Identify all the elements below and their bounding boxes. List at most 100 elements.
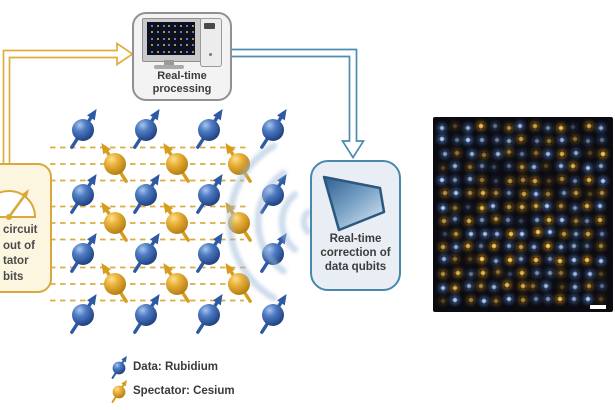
fluor-dot-cesium <box>583 202 590 209</box>
fluor-dot-cesium <box>465 243 472 250</box>
screen-pixel <box>168 44 171 47</box>
fluor-dot-cesium <box>600 150 607 157</box>
screen-pixel <box>185 44 188 47</box>
fluor-dot-rubidium <box>547 256 554 263</box>
processing-label-line: processing <box>152 83 212 95</box>
fluor-dot-rubidium <box>519 230 526 237</box>
fluor-dot-cesium <box>480 270 487 277</box>
fluor-dot-cesium <box>452 231 459 238</box>
cesium-atom <box>101 143 128 183</box>
fluor-dot-cesium <box>440 297 447 304</box>
fluor-dot-rubidium <box>493 177 500 184</box>
fluor-dot-cesium <box>439 244 446 251</box>
correction-label-line: Real-time <box>329 233 382 245</box>
screen-pixel <box>185 37 188 40</box>
fluor-dot-rubidium <box>452 162 458 169</box>
fluor-dot-rubidium <box>584 218 591 225</box>
rubidium-atom <box>196 109 223 149</box>
fluor-dot-cesium <box>545 191 552 198</box>
fluor-dot-rubidium <box>516 123 523 130</box>
fluor-dot-cesium <box>532 202 539 209</box>
fluor-dot-cesium <box>558 202 565 209</box>
screen-pixel <box>185 25 188 27</box>
microwave-ripples-icon <box>226 142 312 302</box>
fluor-dot-rubidium <box>465 283 472 290</box>
computer-tower-icon <box>200 18 222 67</box>
fluor-dot-cesium <box>440 164 447 171</box>
fluor-dot-rubidium <box>441 230 448 237</box>
fluor-dot-rubidium <box>586 271 593 278</box>
fluor-dot-cesium <box>505 149 512 156</box>
fluor-dot-cesium <box>598 296 604 303</box>
screen-pixel <box>191 25 194 27</box>
fluor-dot-cesium <box>557 296 564 303</box>
correction-label-line: data qubits <box>324 261 387 273</box>
screen-pixel <box>162 25 165 27</box>
fluor-dot-rubidium <box>570 242 577 249</box>
fluor-dot-cesium <box>478 282 485 289</box>
screen-pixel <box>191 31 194 34</box>
fluor-dot-cesium <box>519 296 526 303</box>
fluor-dot-rubidium <box>505 163 512 169</box>
fluor-dot-cesium <box>585 177 592 184</box>
fluor-dot-cesium <box>518 136 525 143</box>
fluor-dot-cesium <box>466 255 473 262</box>
fluor-dot-rubidium <box>572 231 579 238</box>
fluor-dot-rubidium <box>532 296 539 303</box>
processing-label-line: Real-time <box>157 70 207 82</box>
fluor-dot-rubidium <box>571 271 578 278</box>
screen-pixel <box>156 25 159 27</box>
fluor-dot-rubidium <box>468 230 475 237</box>
fluor-dot-rubidium <box>543 283 550 290</box>
fluor-dot-cesium <box>519 282 526 289</box>
screen-pixel <box>168 25 171 27</box>
screen-pixel <box>151 37 153 40</box>
rubidium-atom <box>196 294 223 334</box>
fluor-dot-cesium <box>490 242 497 249</box>
fluor-dot-rubidium <box>479 217 486 224</box>
fluor-dot-rubidium <box>490 203 497 210</box>
fluor-dot-cesium <box>504 282 511 289</box>
screen-pixel <box>162 37 165 40</box>
screen-pixel <box>174 31 177 34</box>
fluor-dot-rubidium <box>547 269 554 276</box>
fluor-dot-cesium <box>573 217 580 224</box>
screen-pixel <box>151 50 153 53</box>
fluor-dot-cesium <box>584 256 590 263</box>
fluor-dot-cesium <box>596 217 603 223</box>
rubidium-atom <box>196 233 223 273</box>
fluor-dot-cesium <box>532 149 539 156</box>
fluor-dot-cesium <box>531 122 538 129</box>
fluor-dot-cesium <box>467 297 474 304</box>
rubidium-atom <box>133 233 160 273</box>
realtime-correction-box: Real-time correction of data qubits <box>310 160 401 291</box>
fluor-dot-rubidium <box>559 137 566 144</box>
rubidium-atom <box>133 109 160 149</box>
fluor-dot-rubidium <box>599 231 606 238</box>
fluor-dot-cesium <box>454 270 461 277</box>
fluor-dot-cesium <box>492 190 499 197</box>
spectator-readout-dashed-lines <box>50 146 249 302</box>
fluor-dot-rubidium <box>571 257 578 264</box>
fluor-dot-cesium <box>532 178 539 185</box>
correction-box-label: Real-time correction of data qubits <box>312 232 399 274</box>
fluor-dot-cesium <box>598 243 605 250</box>
legend-spectator-cesium: Spectator: Cesium <box>133 385 235 397</box>
screen-pixel <box>185 31 188 34</box>
screen-pixel <box>156 50 159 53</box>
fluor-dot-rubidium <box>546 229 553 236</box>
fluor-dot-rubidium <box>531 164 538 171</box>
fluor-dot-rubidium <box>451 177 458 184</box>
fluor-dot-cesium <box>587 150 594 157</box>
fluor-dot-cesium <box>506 203 513 210</box>
fluor-dot-rubidium <box>572 204 579 211</box>
fluor-dot-rubidium <box>506 295 513 302</box>
computer-monitor-icon <box>142 18 202 62</box>
fluor-dot-cesium <box>518 244 525 251</box>
fluor-dot-rubidium <box>570 295 577 302</box>
fluor-dot-cesium <box>559 150 566 157</box>
fluor-dot-cesium <box>546 178 553 185</box>
rubidium-atom <box>70 109 97 149</box>
tower-power-button <box>209 53 212 56</box>
